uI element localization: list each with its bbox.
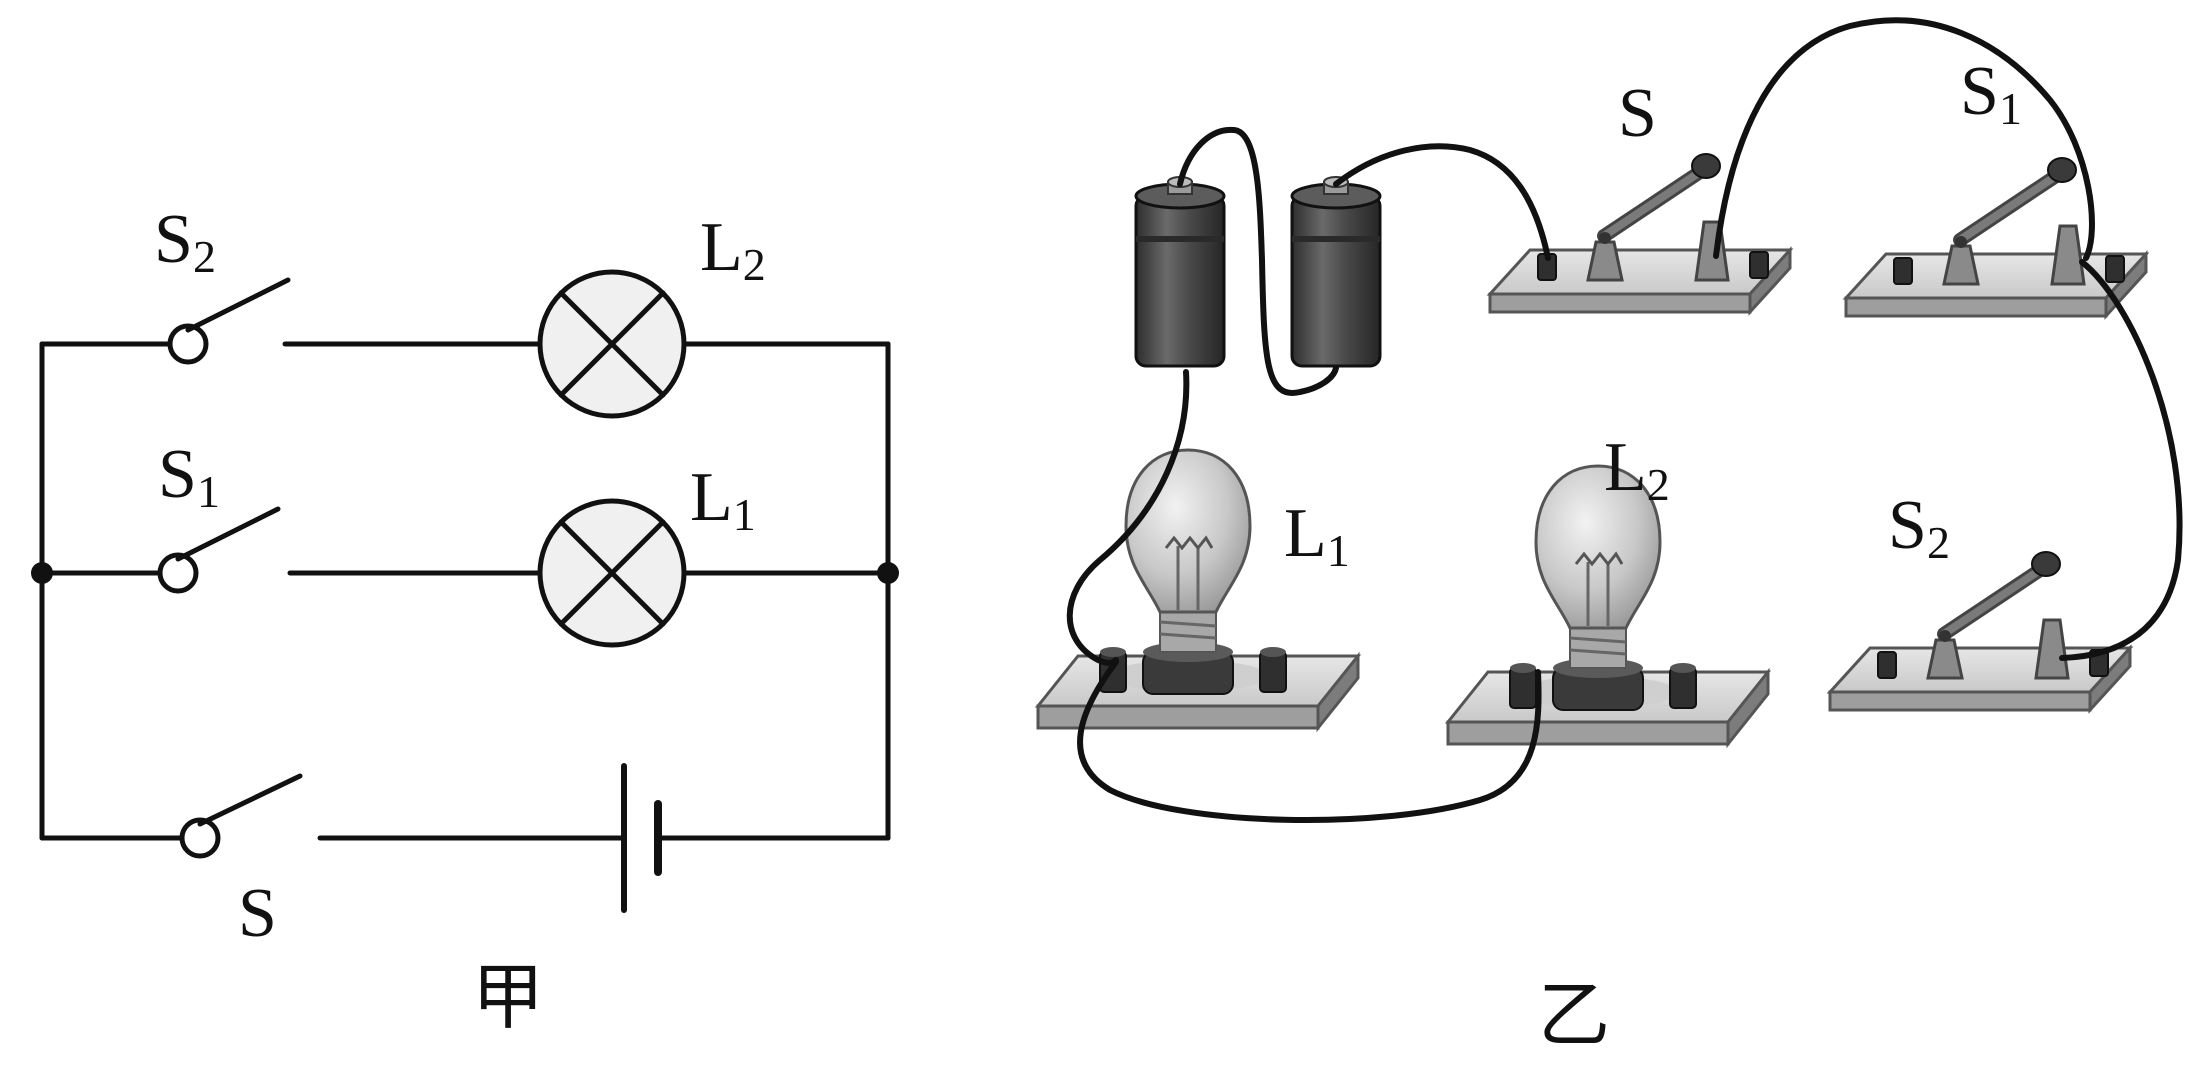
wire-s-to-s1 [1713,17,2095,261]
switch-s-blade [197,773,303,827]
wire-battery-to-l1 [1066,369,1190,666]
label-device-l1: L1 [1284,495,1350,576]
label-device-s2: S2 [1888,487,1950,568]
junction-right [877,562,899,584]
wire-battery-series [1177,126,1339,396]
label-s2: S2 [154,201,216,282]
physical-diagram [1036,17,2183,824]
label-device-l2: L2 [1604,429,1670,510]
junction-left [31,562,53,584]
switch-s2-device [1830,552,2130,710]
wire-l1-to-l2 [1077,659,1542,824]
switch-s1-device [1846,158,2146,316]
label-s1: S1 [158,436,220,517]
lamp-l1-symbol [537,498,687,648]
switch-s-pivot [179,817,221,859]
switch-s2-blade [185,277,291,333]
battery-right [1290,175,1382,368]
lamp-l2-device [1446,464,1770,746]
caption-jia: 甲 [472,958,544,1038]
lamp-l2-symbol [537,269,687,419]
battery-left [1134,175,1226,368]
schematic-diagram [31,269,899,913]
switch-s1-blade [175,506,281,562]
label-l2: L2 [700,209,766,290]
label-s: S [238,875,277,952]
switch-s-device [1490,154,1790,312]
label-l1: L1 [690,459,756,540]
label-device-s1: S1 [1960,53,2022,134]
switch-s2-pivot [167,323,209,365]
switch-s1-pivot [157,552,199,594]
lamp-l1-device [1036,448,1360,730]
wire-battery-to-s [1333,143,1551,261]
caption-yi: 乙 [1538,976,1610,1056]
wire-s1-to-s2 [2059,259,2183,661]
label-device-s: S [1618,75,1657,152]
